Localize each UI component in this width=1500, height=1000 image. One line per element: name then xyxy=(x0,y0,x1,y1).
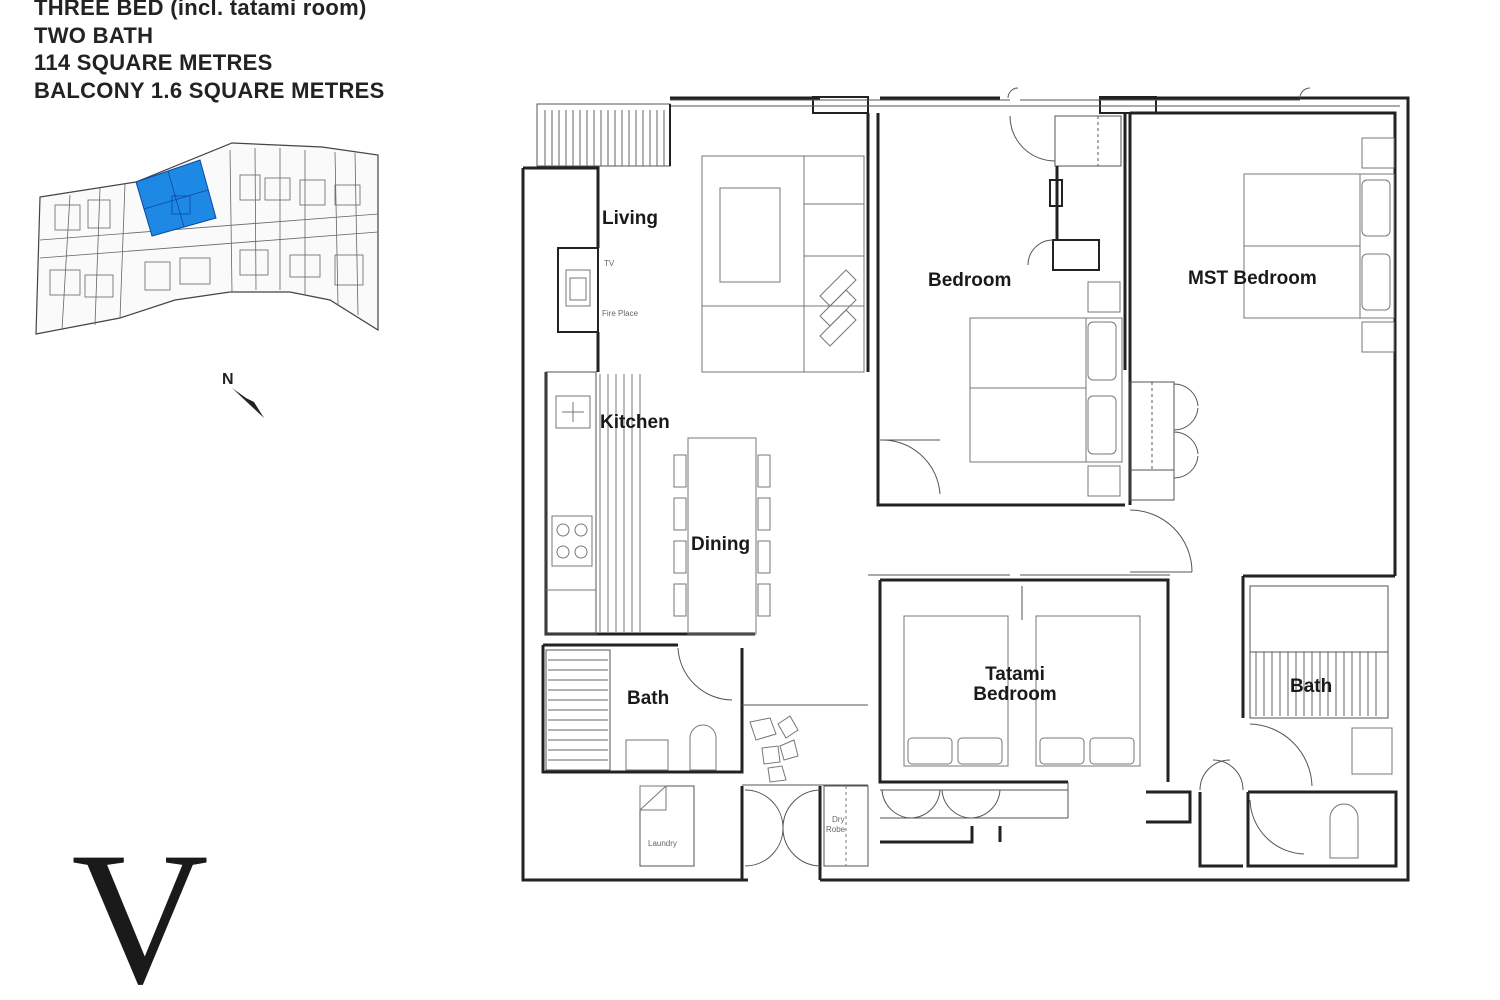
room-label-bath-2: Bath xyxy=(1290,676,1332,697)
lounge-chair xyxy=(819,269,857,347)
wardrobe xyxy=(1129,381,1175,501)
bedroom: Bedroom xyxy=(876,113,1127,507)
room-label-dining: Dining xyxy=(691,534,750,555)
tv-label: TV xyxy=(604,259,615,268)
bathroom-count: TWO BATH xyxy=(34,22,154,48)
dining-chairs xyxy=(673,454,771,617)
dining-area: Dining xyxy=(673,437,771,635)
master-bedroom: MST Bedroom xyxy=(1128,111,1397,576)
laundry-room xyxy=(639,785,695,867)
brand-logo: V xyxy=(71,814,208,1000)
room-label-bedroom: Bedroom xyxy=(928,270,1011,291)
futon-right xyxy=(1035,615,1141,767)
fireplace-label: Fire Place xyxy=(602,309,639,318)
balcony-area: BALCONY 1.6 SQUARE METRES xyxy=(34,77,385,103)
cooktop-icon xyxy=(551,515,593,567)
basin-2 xyxy=(1351,727,1393,775)
corridor-door xyxy=(1129,509,1193,573)
kitchen-area: Kitchen xyxy=(544,371,755,636)
sofa-outline xyxy=(701,155,865,373)
bed-double xyxy=(969,317,1123,463)
room-label-master-bedroom: MST Bedroom xyxy=(1188,268,1317,289)
room-label-tatami: Tatami xyxy=(985,664,1045,685)
room-label-tatami-bedroom: Bedroom xyxy=(973,684,1056,705)
toilet-2 xyxy=(1329,803,1359,859)
key-plan: N xyxy=(35,142,379,418)
north-label: N xyxy=(222,371,234,388)
dry-robe-label-1: Dry xyxy=(832,815,844,824)
dining-table xyxy=(687,437,757,635)
window-markers xyxy=(1007,87,1311,99)
balcony xyxy=(523,103,671,248)
sink-icon xyxy=(555,395,591,429)
tatami-bedroom: Tatami Bedroom xyxy=(868,574,1170,844)
bath-1: Bath xyxy=(541,643,744,774)
laundry-label: Laundry xyxy=(648,839,677,848)
room-label-bath-1: Bath xyxy=(627,688,669,709)
floor-area: 114 SQUARE METRES xyxy=(34,50,273,75)
bath-2: Bath xyxy=(1146,574,1398,868)
shower-1 xyxy=(545,649,611,771)
room-label-living: Living xyxy=(602,208,658,229)
unit-summary: THREE BED (incl. tatami room) TWO BATH 1… xyxy=(34,0,385,104)
entry-stones xyxy=(749,715,799,783)
entry-area: Laundry Dry Robe xyxy=(639,704,869,880)
outer-walls xyxy=(521,96,1410,882)
living-area: TV Fire Place Living xyxy=(557,113,870,373)
dry-robe-label-2: Robe xyxy=(826,825,846,834)
toilet-1 xyxy=(689,724,717,771)
room-label-kitchen: Kitchen xyxy=(600,412,670,433)
basin-1 xyxy=(625,739,669,771)
coffee-table xyxy=(719,187,781,283)
futon-left xyxy=(903,615,1009,767)
north-arrow-icon xyxy=(232,388,264,418)
bedroom-count: THREE BED (incl. tatami room) xyxy=(34,0,367,20)
